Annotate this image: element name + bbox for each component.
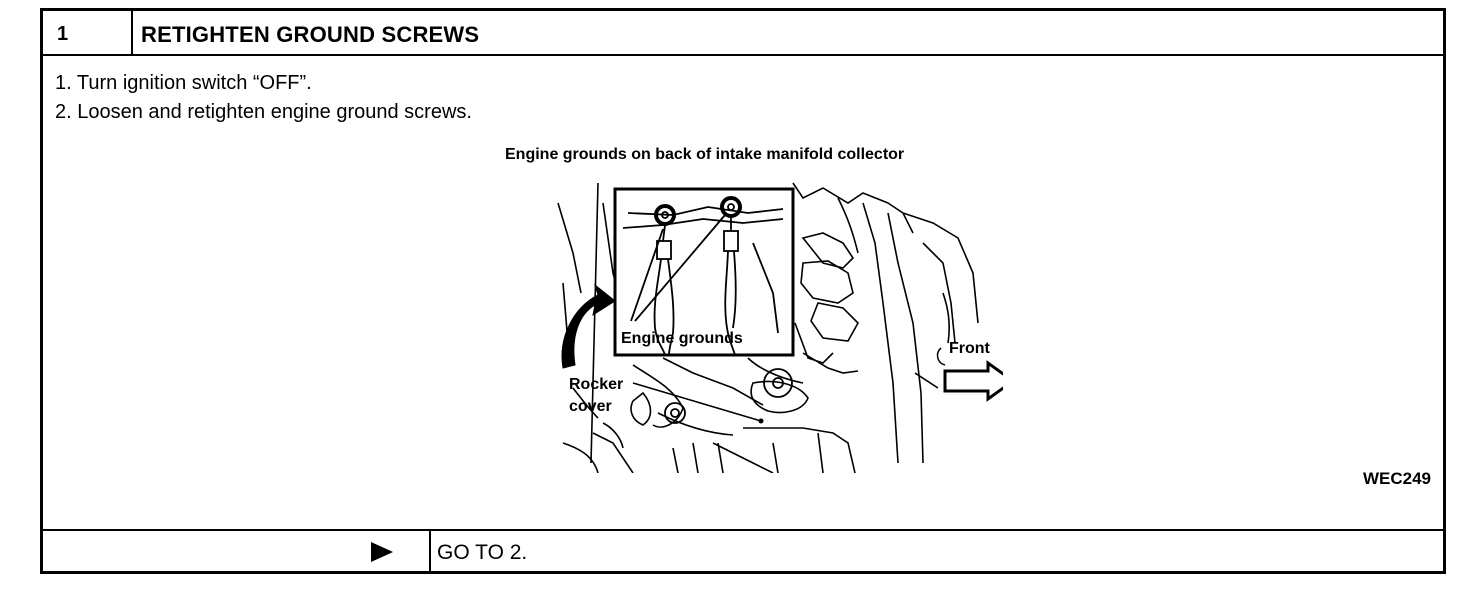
step-footer: GO TO 2. — [43, 529, 1443, 574]
step-header: 1 RETIGHTEN GROUND SCREWS — [43, 11, 1443, 56]
inset-linework — [622, 196, 784, 356]
rocker-cover-label-line1: Rocker — [569, 376, 623, 393]
figure-caption: Engine grounds on back of intake manifol… — [505, 146, 904, 163]
header-divider — [131, 11, 133, 54]
engine-linework — [557, 182, 979, 473]
instruction-item: 1. Turn ignition switch “OFF”. — [55, 72, 312, 94]
go-to-next-step[interactable]: GO TO 2. — [437, 541, 528, 564]
figure-id: WEC249 — [1362, 469, 1431, 488]
instruction-item: 2. Loosen and retighten engine ground sc… — [55, 101, 472, 123]
engine-ground-illustration: Engine grounds on back of intake manifol… — [505, 146, 1003, 473]
procedure-table: 1 RETIGHTEN GROUND SCREWS 1. Turn igniti… — [40, 8, 1446, 574]
front-label: Front — [949, 340, 991, 357]
footer-divider — [429, 531, 431, 574]
rocker-cover-label-line2: cover — [569, 398, 612, 415]
play-arrow-icon — [371, 542, 393, 562]
engine-grounds-label: Engine grounds — [621, 330, 743, 347]
step-number: 1 — [57, 23, 69, 45]
step-title: RETIGHTEN GROUND SCREWS — [141, 22, 480, 47]
instruction-list: 1. Turn ignition switch “OFF”. 2. Loosen… — [55, 69, 472, 127]
front-arrow-icon — [943, 360, 1003, 402]
view-arrow-icon — [561, 283, 616, 369]
engine-grounds-inset — [613, 187, 795, 357]
